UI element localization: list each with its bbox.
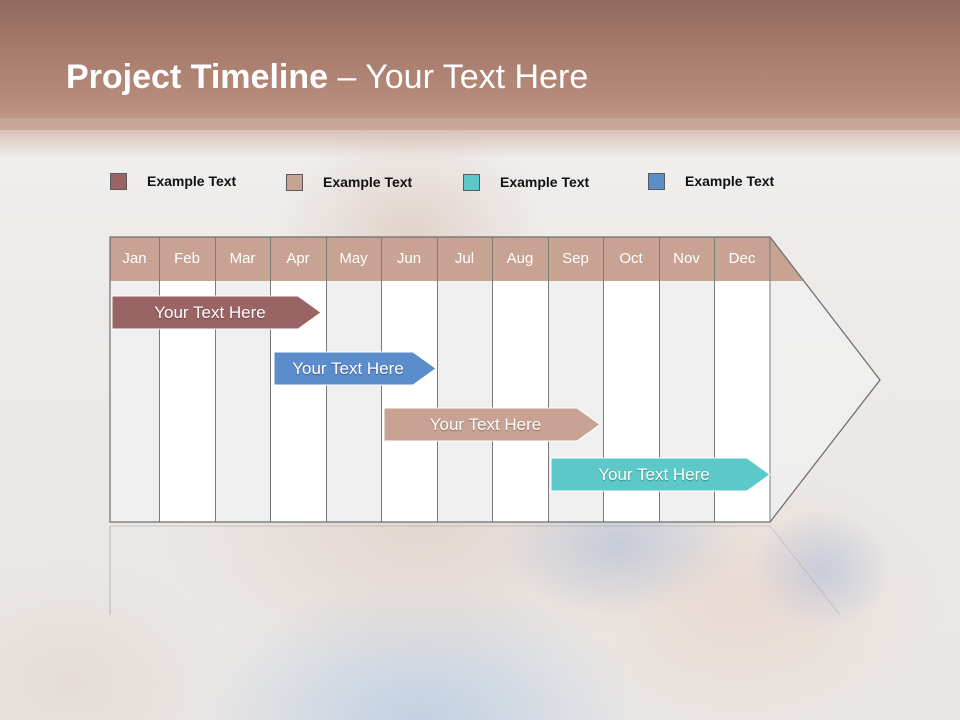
slide-title: Project Timeline – Your Text Here [66, 58, 588, 97]
title-band [0, 0, 960, 130]
legend-label-1: Example Text [147, 173, 237, 189]
legend-label-3: Example Text [500, 174, 590, 190]
legend-swatch-2 [286, 173, 303, 191]
month-label-may: May [339, 250, 368, 267]
month-column-aug [492, 281, 548, 522]
month-label-aug: Aug [506, 250, 534, 267]
timeline-bar-2-shape [273, 351, 437, 386]
month-column-may [326, 281, 381, 522]
slide-title-bold: Project Timeline [66, 58, 329, 96]
month-column-jun [381, 281, 437, 522]
timeline-bar-1-shape [111, 295, 322, 330]
month-label-oct: Oct [619, 250, 643, 267]
month-label-feb: Feb [174, 250, 200, 267]
timeline-bar-3-shape [383, 407, 601, 442]
timeline-bar-4-shape [550, 457, 771, 492]
timeline-bar-2-label: Your Text Here [292, 359, 404, 378]
legend-item-1: Example Text [110, 171, 236, 191]
legend-swatch-1 [110, 172, 127, 190]
reflection-diagonal [769, 525, 841, 616]
month-label-nov: Nov [673, 250, 700, 267]
timeline-arrow-outline [109, 236, 881, 523]
legend-item-2: Example Text [286, 172, 412, 192]
timeline-bar-3-label: Your Text Here [429, 415, 542, 434]
month-label-apr: Apr [286, 250, 310, 267]
legend-swatch-4 [648, 172, 665, 190]
title-band-fade [0, 118, 960, 158]
legend-item-3: Example Text [463, 172, 589, 192]
legend-swatch-3 [463, 173, 480, 191]
legend-item-4: Example Text [648, 171, 774, 191]
legend-label-4: Example Text [685, 173, 775, 189]
legend-label-2: Example Text [323, 174, 413, 190]
month-label-jan: Jan [122, 250, 147, 267]
month-label-dec: Dec [728, 250, 756, 267]
timeline-bar-1-label: Your Text Here [154, 303, 266, 322]
timeline-bar-4-label: Your Text Here [598, 465, 710, 484]
month-label-jul: Jul [454, 250, 475, 267]
month-label-sep: Sep [562, 250, 589, 267]
month-label-mar: Mar [229, 250, 256, 267]
month-label-jun: Jun [396, 250, 422, 267]
month-column-jul [437, 281, 492, 522]
slide-title-rest: – Your Text Here [328, 58, 589, 96]
